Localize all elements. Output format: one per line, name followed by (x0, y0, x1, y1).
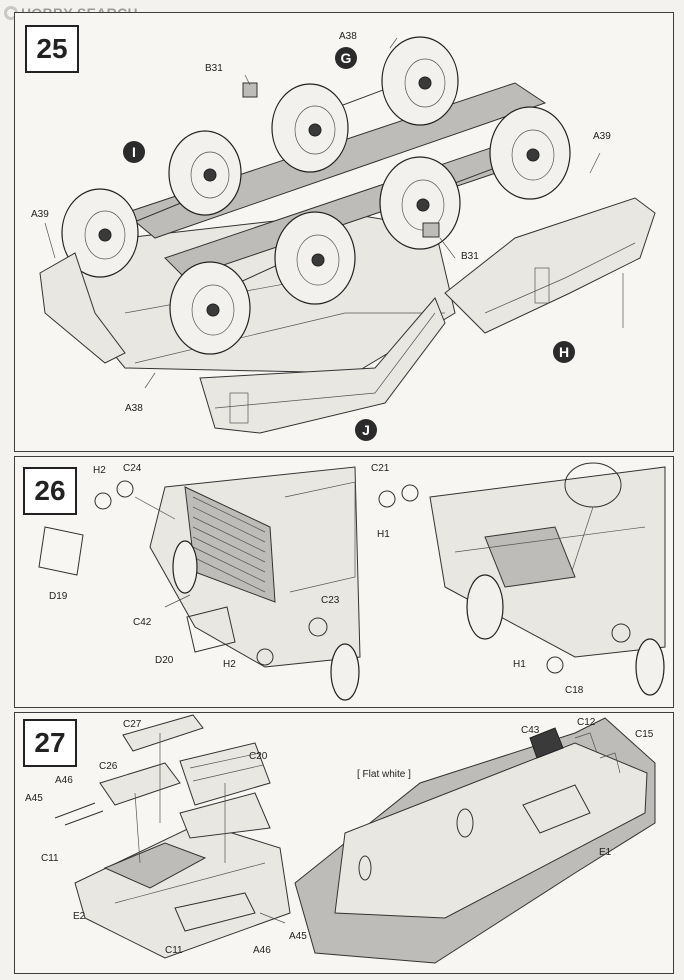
wheel-rear-right-2 (489, 106, 571, 200)
wheel-rear-left-2 (381, 36, 459, 126)
wheel-rear-left-1 (271, 83, 349, 173)
part-label: H1 (513, 659, 526, 670)
part-label: B31 (205, 63, 223, 74)
step-25-drawing (39, 36, 656, 434)
part-label: A38 (339, 31, 357, 42)
step-25-panel: 25 I G H J B31 A38 A39 A39 B31 A38 (14, 12, 674, 452)
part-label: H1 (377, 529, 390, 540)
part-label: A39 (593, 131, 611, 142)
part-label: A46 (55, 775, 73, 786)
wheel-front-right (169, 261, 251, 355)
part-label: A38 (125, 403, 143, 414)
part-label: C11 (41, 853, 59, 864)
part-label: A46 (253, 945, 271, 956)
part-label: H2 (223, 659, 236, 670)
part-label: C12 (577, 717, 596, 728)
step-number: 27 (23, 719, 77, 767)
part-label: C18 (565, 685, 584, 696)
part-label: C11 (165, 945, 183, 956)
part-label: C24 (123, 463, 142, 474)
part-label: E2 (73, 911, 86, 922)
part-label: A45 (25, 793, 43, 804)
step-26-drawing (38, 462, 666, 701)
wheel-front-left (61, 188, 139, 278)
part-label: C21 (371, 463, 390, 474)
callout-j: J (355, 419, 377, 441)
wheel-mid-right (274, 211, 356, 305)
step-number: 26 (23, 467, 77, 515)
part-label: D20 (155, 655, 174, 666)
part-label: C20 (249, 751, 268, 762)
callout-i: I (123, 141, 145, 163)
wheel-mid-left (168, 130, 242, 216)
part-label: C23 (321, 595, 340, 606)
paint-note: [ Flat white ] (357, 769, 411, 780)
callout-h: H (553, 341, 575, 363)
part-label: H2 (93, 465, 106, 476)
part-label: E1 (599, 847, 612, 858)
part-label: C27 (123, 719, 142, 730)
wheel-rear-right-1 (379, 156, 461, 250)
callout-g: G (335, 47, 357, 69)
part-label: A39 (31, 209, 49, 220)
step-27-panel: 27 [ Flat white ] C27 C26 C20 A46 A45 C1… (14, 712, 674, 974)
step-number: 25 (25, 25, 79, 73)
part-label: B31 (461, 251, 479, 262)
part-label: C26 (99, 761, 118, 772)
part-label: D19 (49, 591, 68, 602)
part-label: C15 (635, 729, 654, 740)
step-26-panel: 26 H2 C24 D19 C42 D20 C23 H2 C21 H1 H1 C… (14, 456, 674, 708)
part-label: C42 (133, 617, 152, 628)
step-27-drawing (54, 714, 656, 964)
part-label: C43 (521, 725, 540, 736)
part-label: A45 (289, 931, 307, 942)
